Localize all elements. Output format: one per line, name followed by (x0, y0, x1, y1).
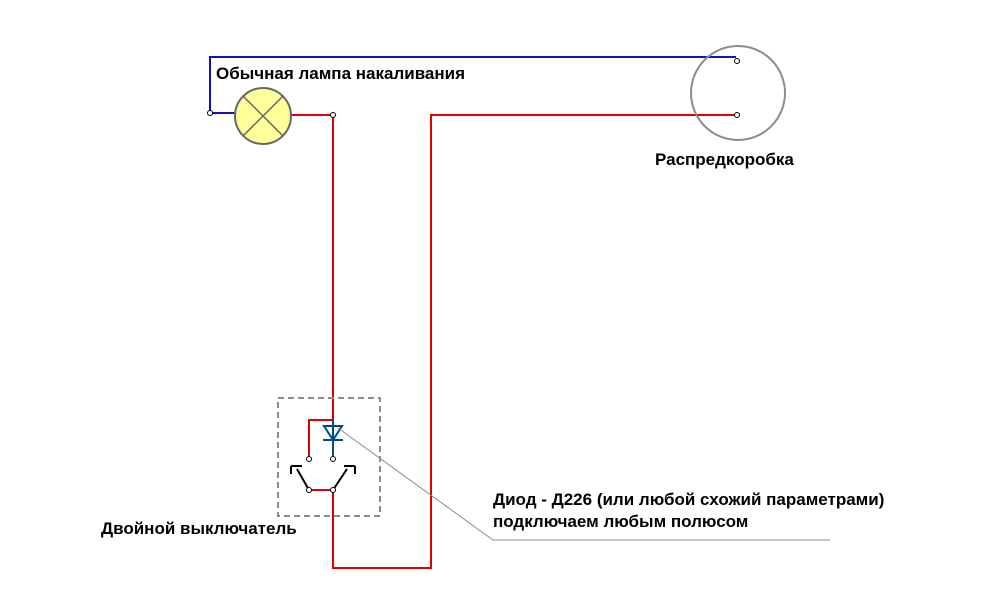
diode-leader-line (337, 427, 830, 541)
box-terminal-top (734, 58, 740, 64)
box-terminal-bottom (734, 112, 740, 118)
switch-lever-left (290, 465, 310, 491)
junction-box-label: Распредкоробка (655, 150, 794, 169)
switch-frame (277, 397, 381, 517)
neutral-wire (209, 56, 736, 113)
lamp-label: Обычная лампа накаливания (216, 64, 466, 83)
lamp-terminal-left (207, 110, 213, 116)
lamp-to-switch-wire (290, 114, 334, 420)
switch-to-box-wire (332, 114, 736, 569)
junction-box-circle (690, 45, 786, 141)
diode-label-line1: Диод - Д226 (или любой схожий параметрам… (493, 490, 885, 509)
switch-label: Двойной выключатель (101, 519, 297, 538)
diode-label-line2: подключаем любым полюсом (493, 512, 749, 531)
diode-icon (322, 420, 344, 456)
switch-contact-left-top (306, 456, 312, 462)
switch-contact-right-bottom (330, 487, 336, 493)
switch-lever-right (332, 465, 356, 491)
switch-contact-right-top (330, 456, 336, 462)
lamp-icon (234, 87, 292, 145)
switch-left-branch (308, 419, 333, 457)
switch-contact-left-bottom (306, 487, 312, 493)
lamp-terminal-right (330, 112, 336, 118)
